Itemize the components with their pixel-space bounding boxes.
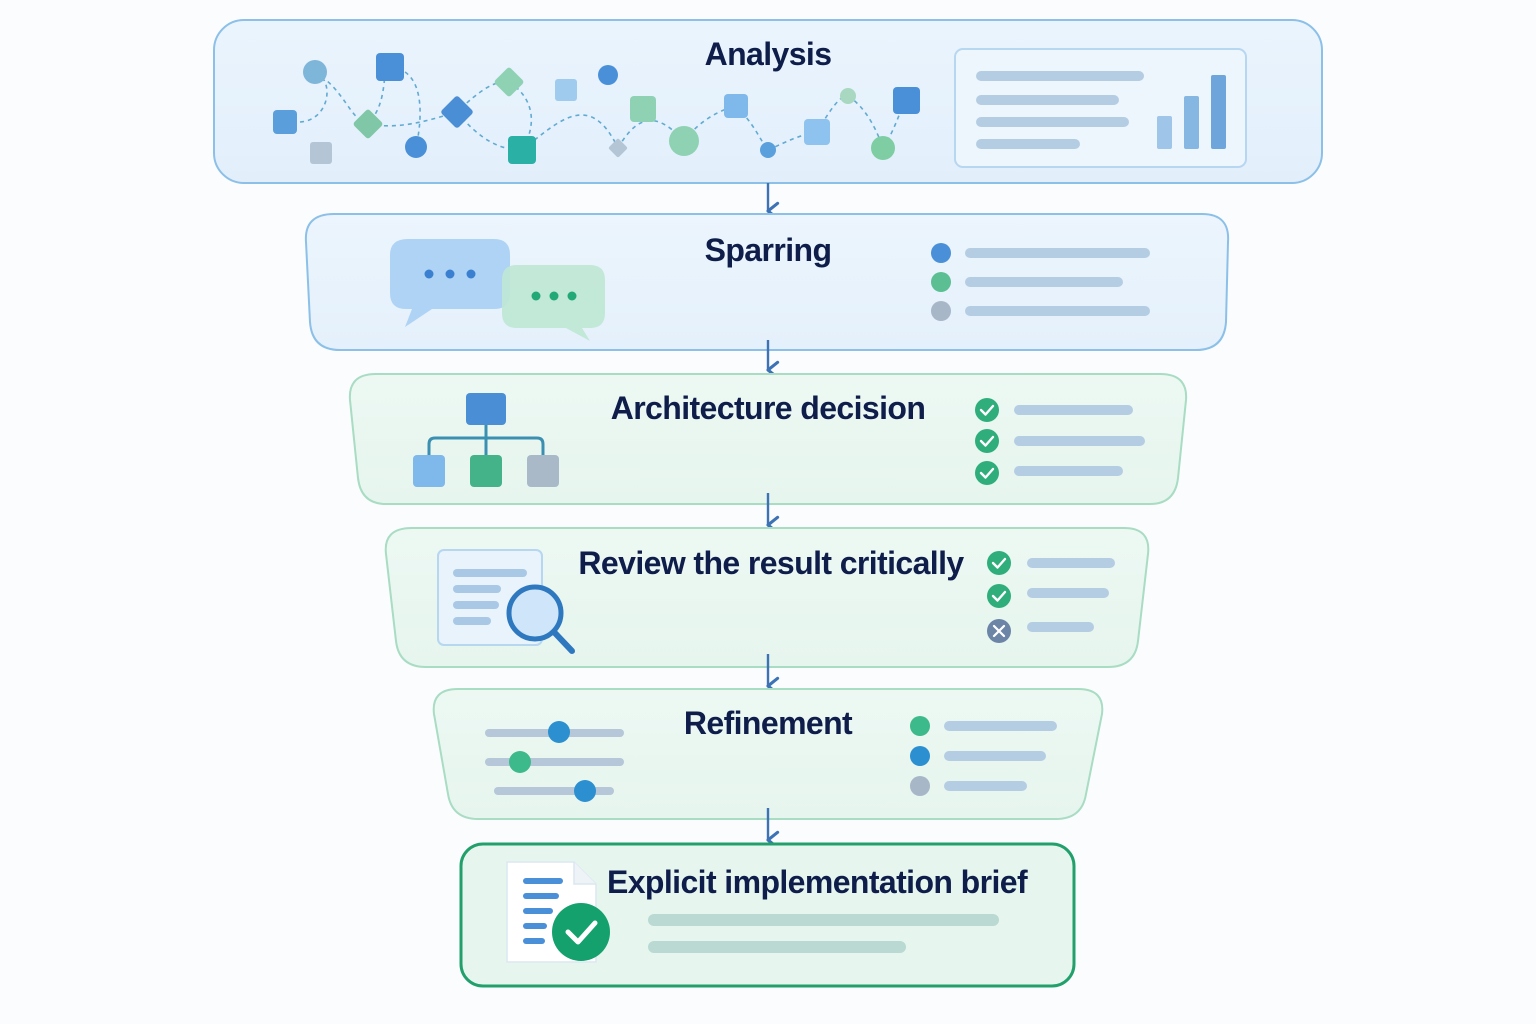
checklist-icon bbox=[975, 398, 1145, 485]
chat-bubbles-icon bbox=[390, 239, 605, 341]
dot-list-icon bbox=[931, 243, 1150, 321]
brief-placeholder-lines bbox=[648, 914, 999, 953]
scattered-nodes-graphic bbox=[273, 53, 920, 164]
review-checklist-icon bbox=[987, 551, 1115, 643]
stage-review-panel bbox=[384, 527, 1150, 668]
stage-refinement-panel bbox=[432, 688, 1104, 820]
stage-architecture-panel bbox=[348, 373, 1188, 505]
stage-sparring-panel bbox=[304, 213, 1230, 351]
stage-title-sparring: Sparring bbox=[704, 232, 832, 268]
stage-title-analysis: Analysis bbox=[704, 36, 832, 72]
report-chart-icon bbox=[954, 48, 1247, 168]
approved-document-icon bbox=[506, 861, 610, 963]
stage-title-brief: Explicit implementation brief bbox=[606, 864, 1028, 900]
stage-title-review: Review the result critically bbox=[578, 545, 964, 581]
sliders-icon bbox=[485, 721, 624, 802]
stage-title-architecture: Architecture decision bbox=[610, 390, 926, 426]
document-magnifier-icon bbox=[437, 549, 575, 654]
stage-title-refinement: Refinement bbox=[683, 705, 853, 741]
stage-brief-panel bbox=[459, 842, 1076, 988]
hierarchy-tree-icon bbox=[413, 393, 559, 487]
stage-analysis-panel bbox=[213, 19, 1323, 184]
dot-list-icon bbox=[910, 716, 1057, 796]
